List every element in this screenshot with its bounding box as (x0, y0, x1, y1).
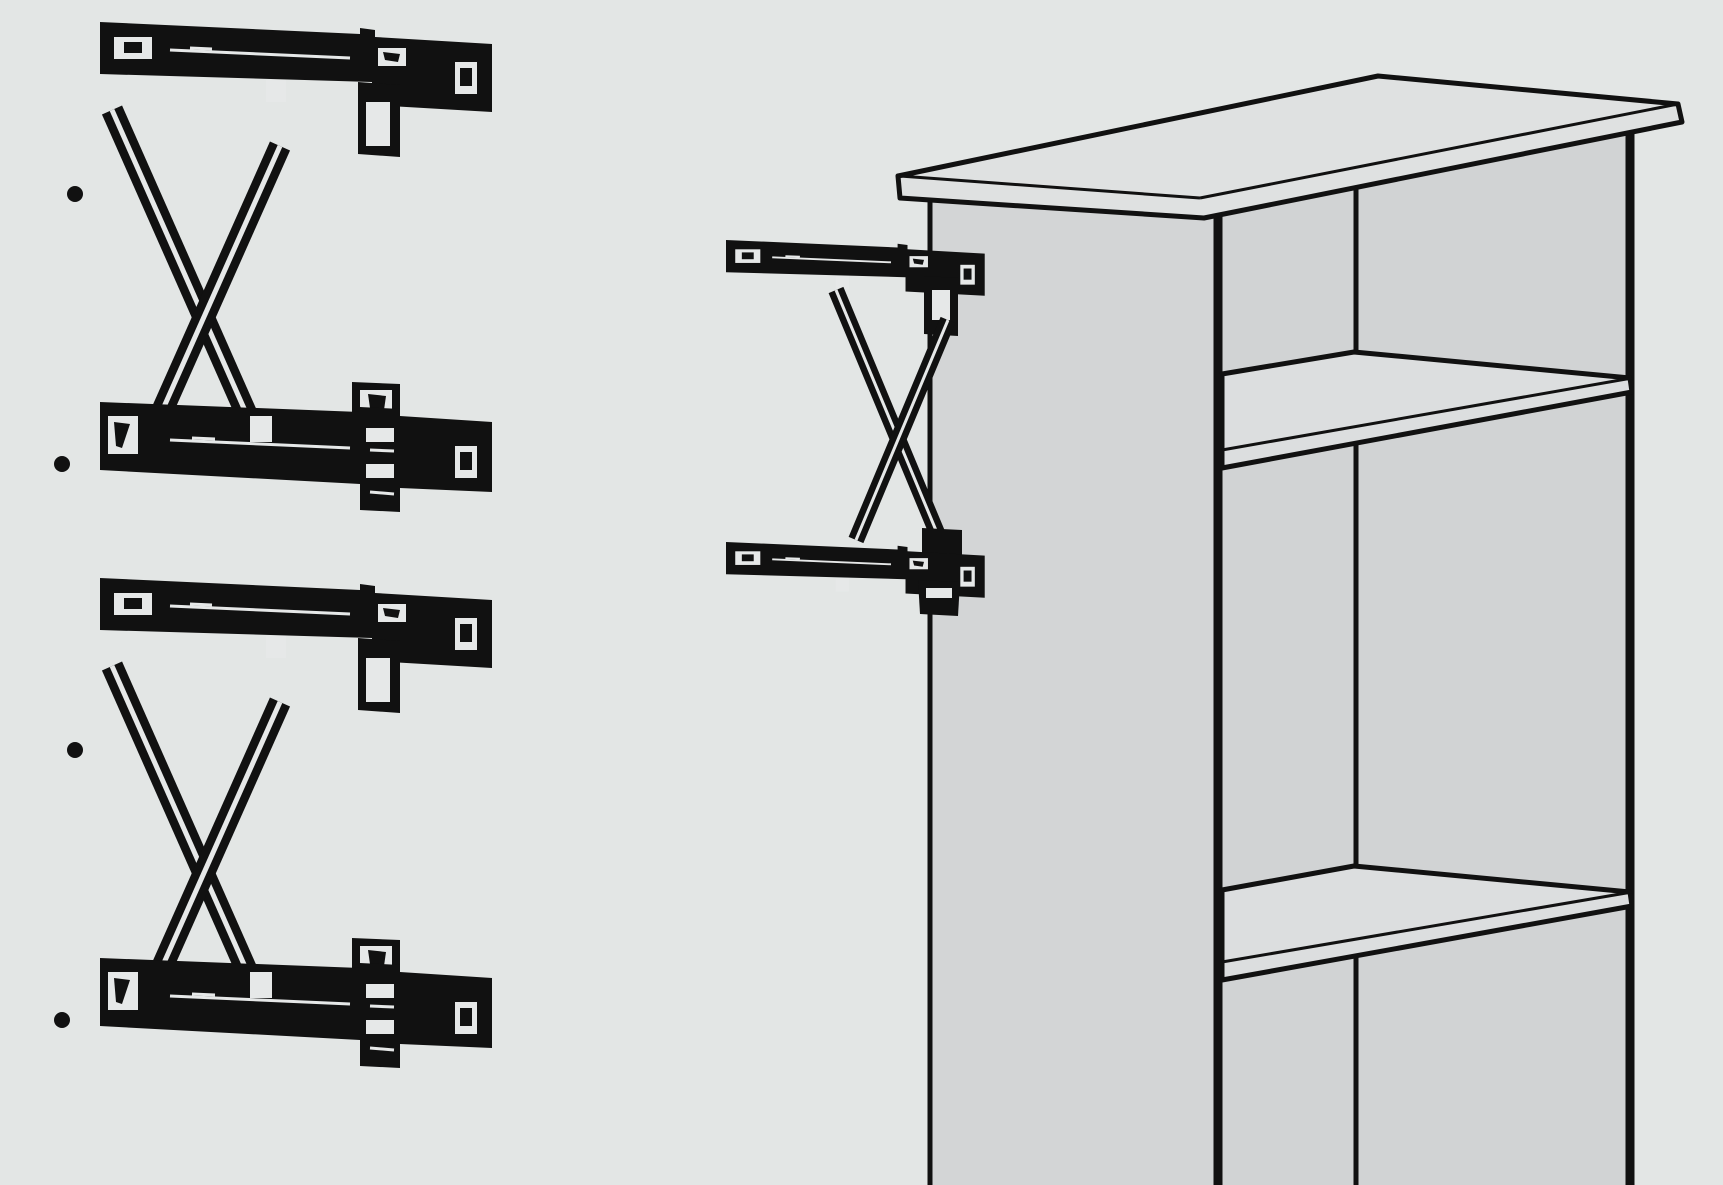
cabinet-top (895, 73, 1685, 221)
cabinet (895, 73, 1685, 1185)
hinge-assembly-top (54, 22, 492, 512)
mounted-hinge (725, 239, 986, 616)
cabinet-side-panel (927, 185, 1221, 1185)
cabinet-shelf-1 (1219, 349, 1635, 471)
cabinet-interior (1215, 125, 1633, 1185)
hinge-assembly-bottom (54, 578, 492, 1068)
cabinet-shelf-2 (1219, 863, 1635, 983)
